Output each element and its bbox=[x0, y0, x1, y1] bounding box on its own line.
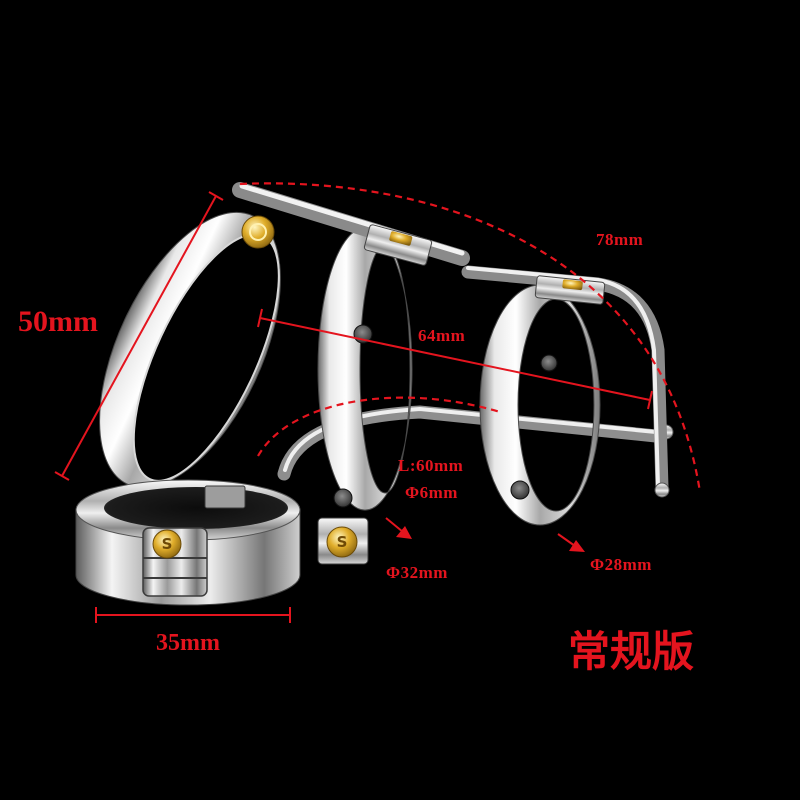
middle-clamp-gold-pin bbox=[389, 231, 413, 246]
rear-ring-diameter-label: Φ28mm bbox=[590, 555, 652, 574]
rear-ring bbox=[479, 284, 601, 526]
rear-ring-arrow bbox=[557, 533, 585, 552]
rod-length-label: L:60mm bbox=[398, 456, 463, 475]
front-ring-arrow bbox=[385, 517, 412, 539]
outer-length-label: 78mm bbox=[596, 230, 643, 249]
base-gold-screw: S bbox=[152, 529, 182, 559]
middle-screw-mark: S bbox=[337, 533, 348, 551]
rear-ring-rivet-bottom bbox=[510, 480, 530, 500]
rod-length-arc bbox=[257, 396, 501, 457]
front-tilted-ring bbox=[99, 211, 281, 489]
version-label: 常规版 bbox=[568, 627, 694, 676]
base-ring: S bbox=[75, 479, 301, 606]
rear-ring-rivet-top bbox=[540, 354, 558, 372]
middle-gold-screw-block: S bbox=[317, 517, 369, 565]
base-ring-opening bbox=[104, 487, 288, 529]
inner-length-dimension bbox=[257, 308, 653, 410]
inner-length-label: 64mm bbox=[418, 326, 465, 345]
base-latch bbox=[204, 485, 246, 509]
middle-ring: S bbox=[317, 227, 413, 565]
rod-diameter-label: Φ6mm bbox=[405, 483, 458, 502]
middle-ring-clamp bbox=[363, 224, 433, 266]
outer-length-arc bbox=[239, 182, 702, 493]
top-gold-screw bbox=[241, 215, 275, 249]
height-label: 50mm bbox=[18, 305, 98, 338]
middle-ring-rivet-bottom bbox=[333, 488, 353, 508]
height-dimension bbox=[54, 191, 224, 481]
hook-end-cap bbox=[654, 482, 670, 498]
base-width-label: 35mm bbox=[156, 630, 220, 656]
rear-clamp-gold-pin bbox=[562, 279, 583, 291]
rear-ring-clamp bbox=[534, 275, 606, 305]
front-ring-diameter-label: Φ32mm bbox=[386, 563, 448, 582]
base-screw-mark: S bbox=[162, 535, 173, 553]
base-width-dimension bbox=[95, 607, 291, 623]
